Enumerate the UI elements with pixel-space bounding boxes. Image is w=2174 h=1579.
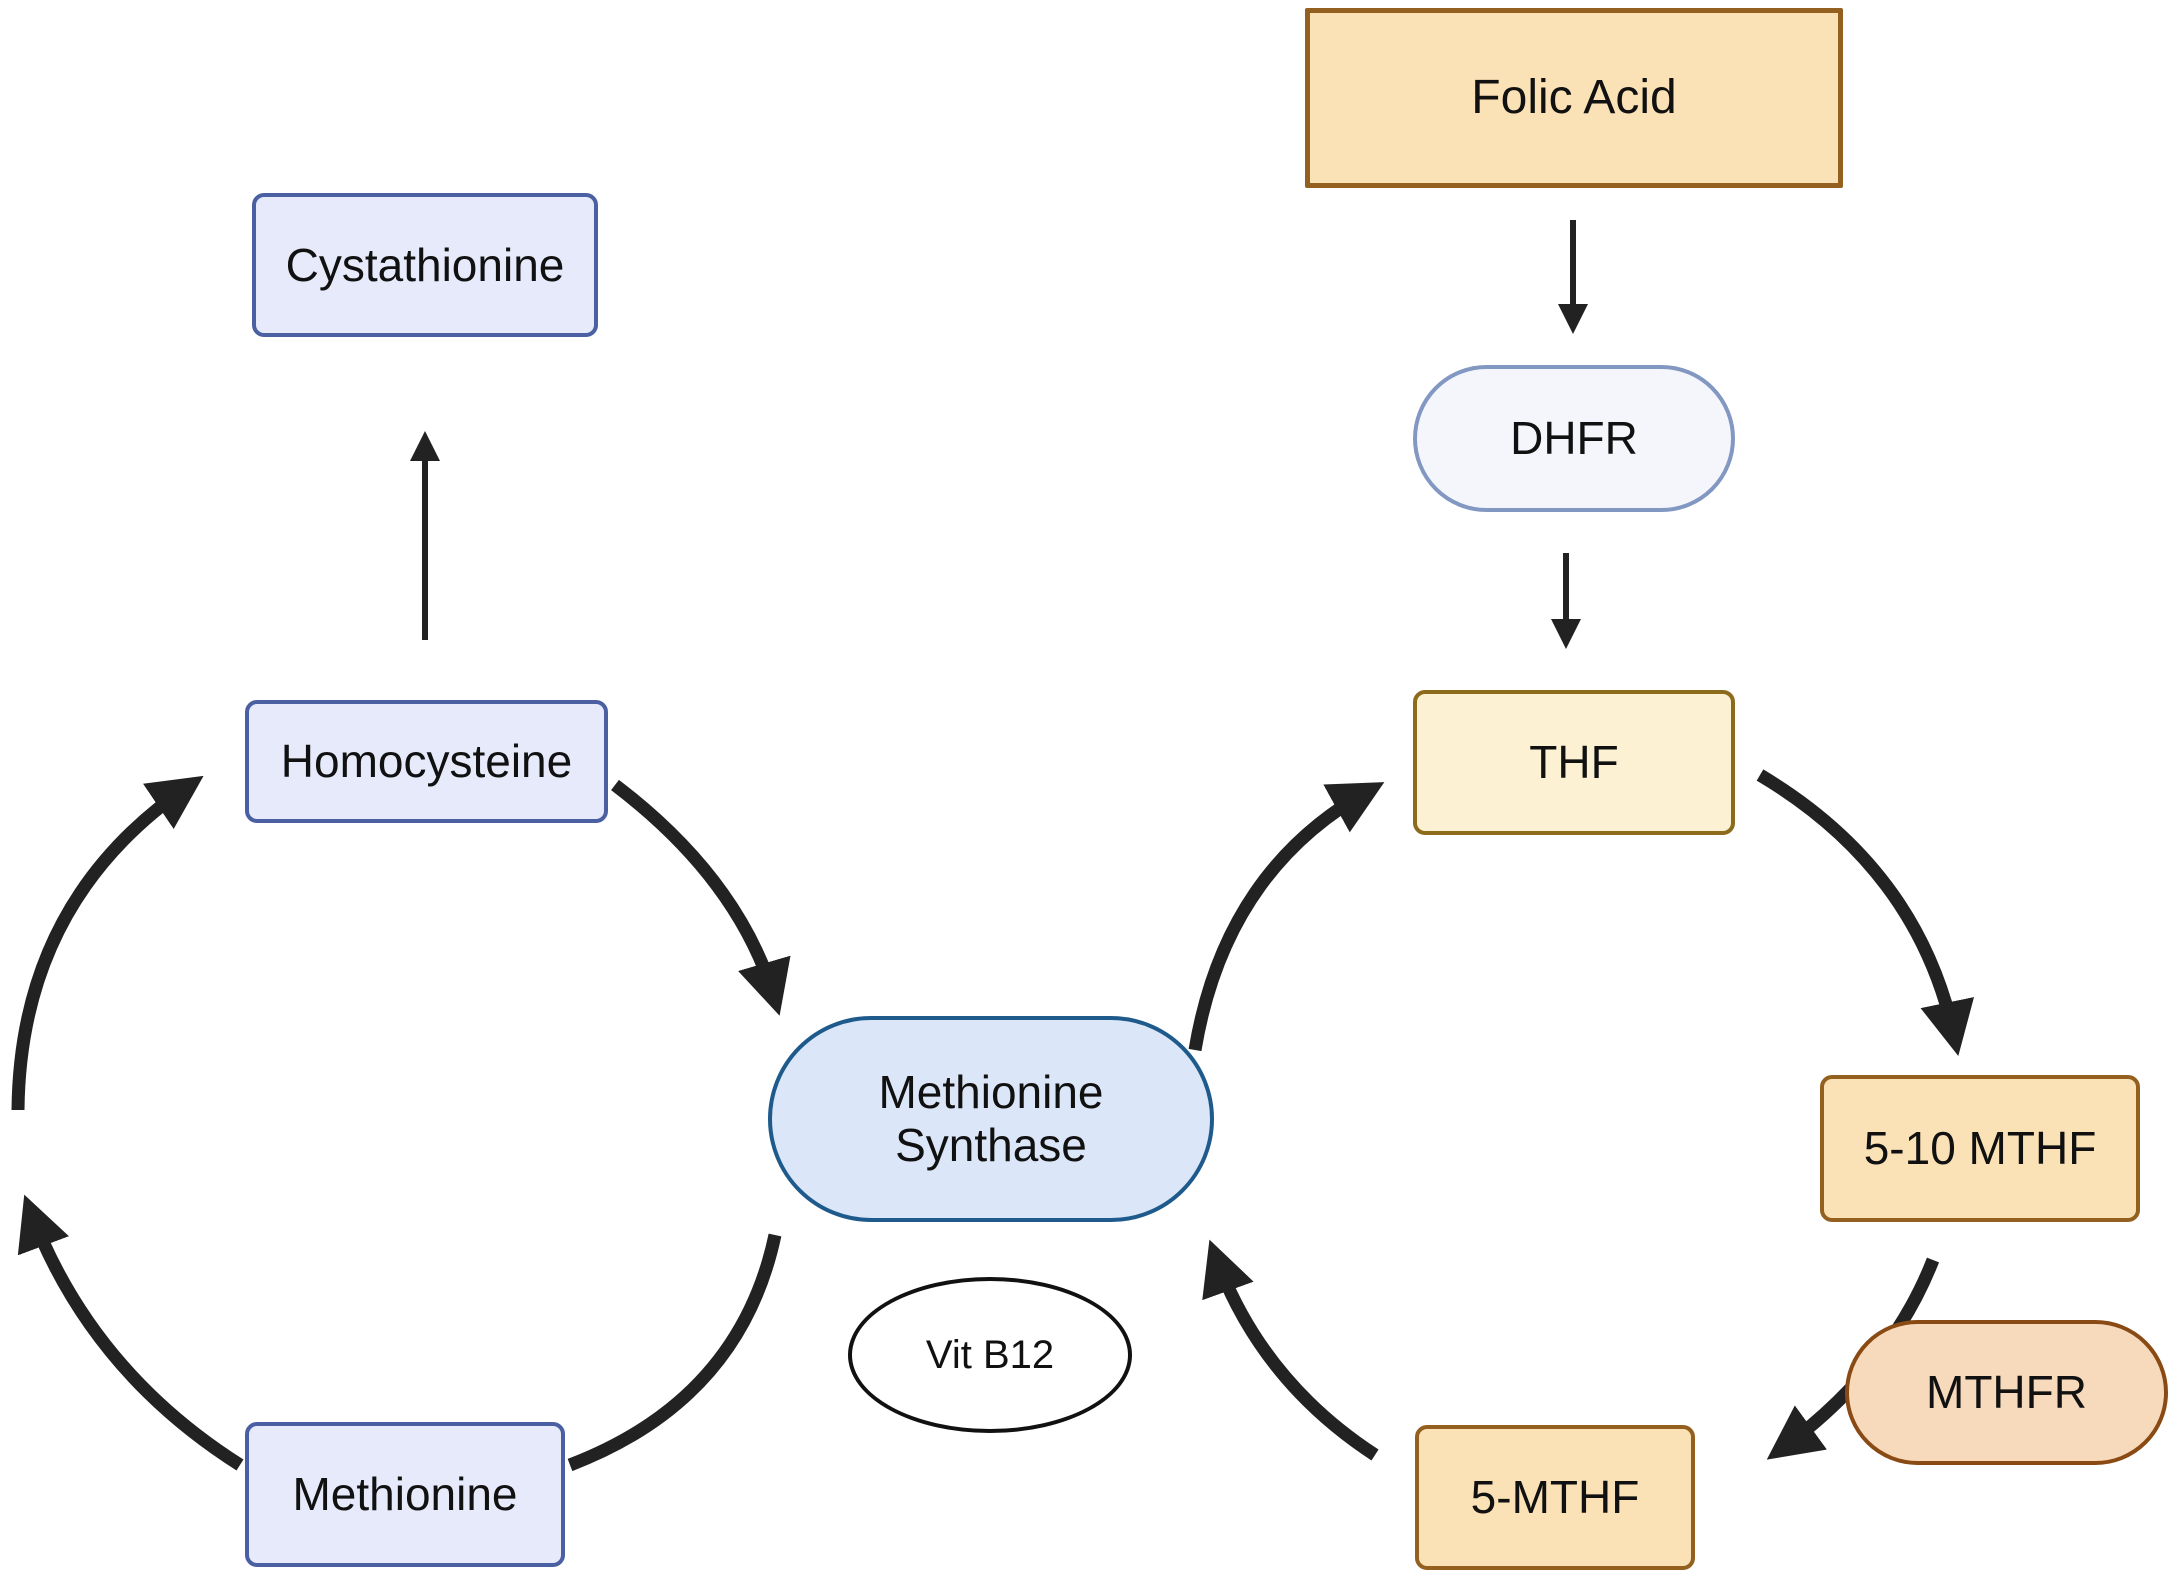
arrow-homocysteine-to-ms [611,779,791,1016]
node-methionine-synthase-label: Methionine Synthase [878,1066,1104,1171]
node-mthfr-label: MTHFR [1926,1366,2087,1419]
node-5-mthf: 5-MTHF [1415,1425,1695,1570]
node-vit-b12: Vit B12 [848,1277,1132,1433]
node-thf: THF [1413,690,1735,835]
arrow-ms-to-thf [1188,782,1385,1052]
node-cystathionine-label: Cystathionine [285,238,565,291]
node-methionine: Methionine [245,1422,565,1567]
node-methionine-synthase-enzyme: Methionine Synthase [768,1016,1214,1222]
node-homocysteine: Homocysteine [245,700,608,823]
arrow-ms-to-methionine [567,1233,782,1472]
node-cystathionine: Cystathionine [252,193,598,337]
node-folic-acid-label: Folic Acid [1471,71,1677,125]
arrow-5-mthf-to-ms [1202,1239,1379,1461]
arrow-thf-to-5-10-mthf [1756,769,1975,1057]
node-5-mthf-label: 5-MTHF [1470,1471,1640,1524]
node-folic-acid: Folic Acid [1305,8,1843,188]
node-5-10-mthf-label: 5-10 MTHF [1863,1122,2097,1175]
node-homocysteine-label: Homocysteine [280,735,573,788]
node-5-10-mthf: 5-10 MTHF [1820,1075,2140,1222]
node-mthfr-enzyme: MTHFR [1845,1320,2168,1465]
node-dhfr-label: DHFR [1510,412,1638,465]
node-vit-b12-label: Vit B12 [925,1333,1055,1377]
node-methionine-label: Methionine [292,1468,518,1521]
node-thf-label: THF [1529,736,1619,789]
node-dhfr-enzyme: DHFR [1413,365,1735,512]
arrow-methionine-to-left [17,1194,244,1471]
arrow-left-to-homocysteine [11,775,204,1111]
